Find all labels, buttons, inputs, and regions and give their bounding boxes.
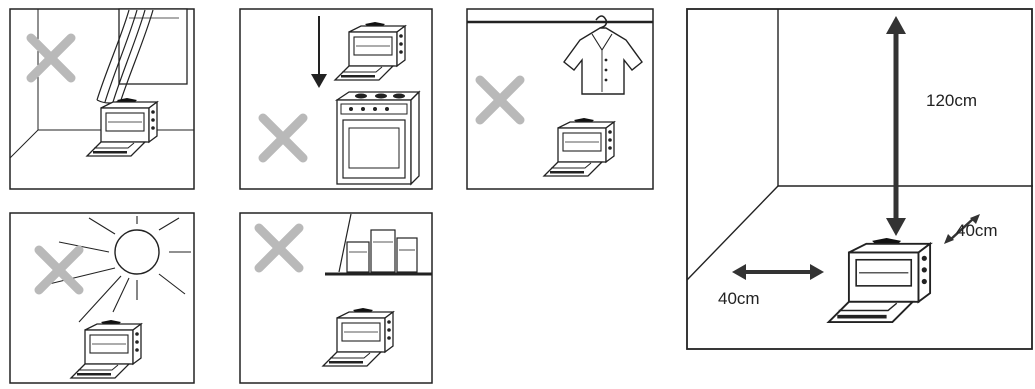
clearance-side-label: 40cm: [718, 289, 760, 308]
cooker-icon: [337, 92, 419, 184]
clearance-back-label: 40cm: [956, 221, 998, 240]
panel-clothes-hanging: [466, 8, 654, 190]
panel-stacked-on-cooker: [239, 8, 433, 190]
panel-curtain: [9, 8, 195, 190]
panel-clearance: 120cm 40cm 40cm: [686, 8, 1033, 352]
panel-direct-sunlight: [9, 212, 195, 384]
clearance-top-label: 120cm: [926, 91, 977, 110]
panel-under-shelf: [239, 212, 433, 384]
